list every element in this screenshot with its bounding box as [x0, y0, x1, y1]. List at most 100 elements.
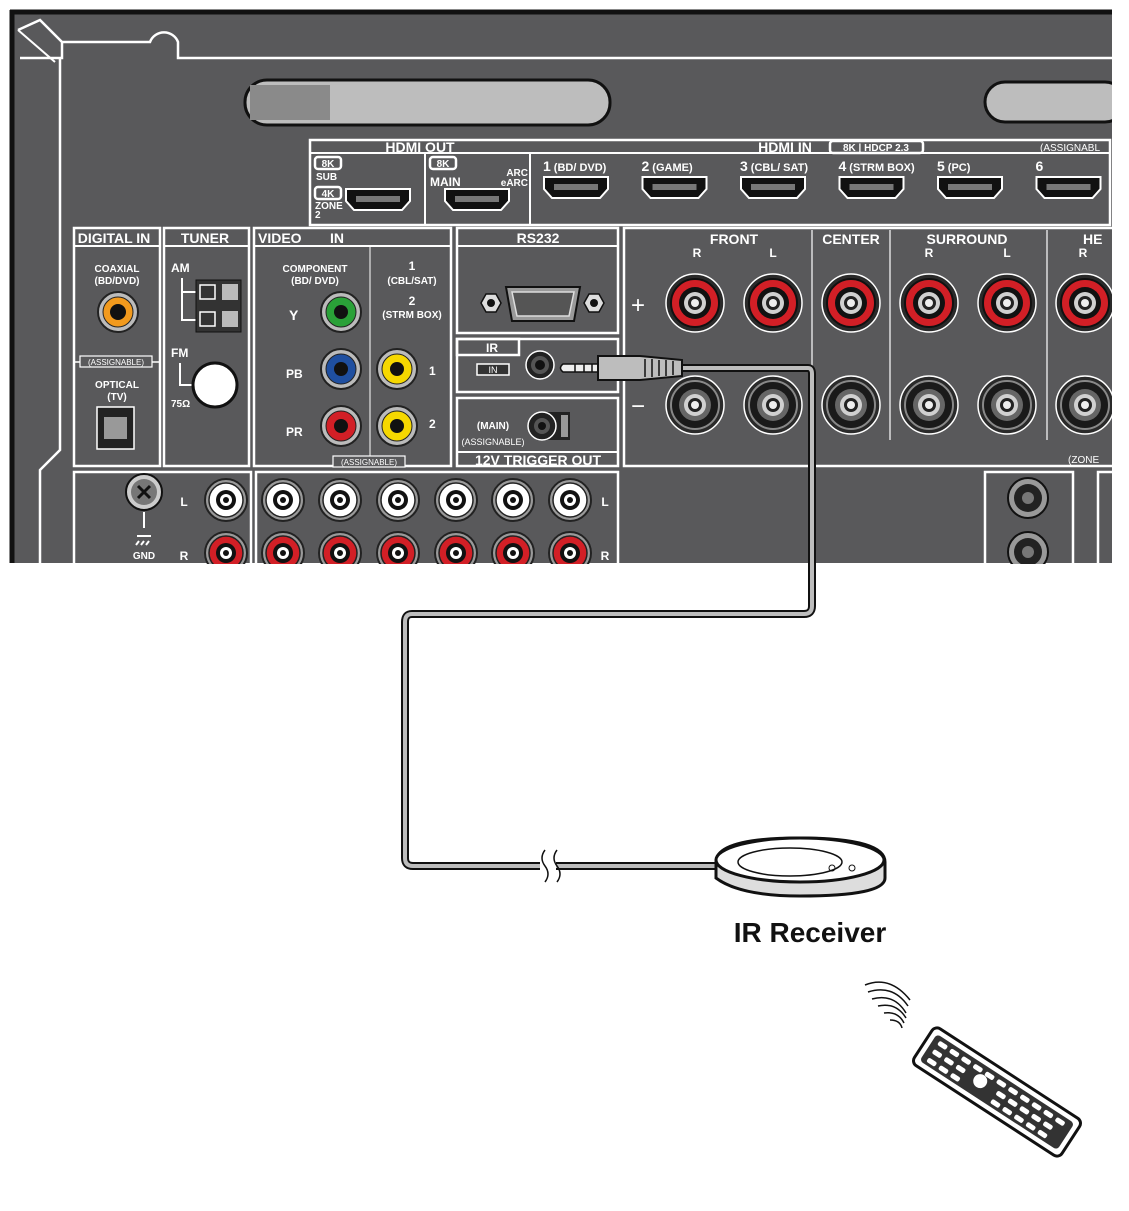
speaker-terminal-positive[interactable] — [899, 273, 959, 333]
composite-1-jack[interactable] — [376, 348, 418, 390]
hdmi-main-badge: 8K — [437, 159, 451, 170]
hdmi-in-6-label: 6 — [1036, 158, 1044, 174]
component-pb-jack[interactable] — [320, 348, 362, 390]
speaker-terminal-negative[interactable] — [1055, 375, 1115, 435]
digital-assignable: (ASSIGNABLE) — [88, 358, 144, 367]
hdmi-out-sub-port[interactable] — [345, 188, 411, 211]
hdmi-in-badge: 8K | HDCP 2.3 — [843, 143, 909, 154]
hdmi-in-6-port[interactable] — [1035, 176, 1102, 199]
optical-sub: (TV) — [107, 392, 126, 403]
am-antenna-terminal[interactable] — [195, 279, 242, 333]
rs232-title: RS232 — [517, 230, 560, 246]
am-label: AM — [171, 261, 190, 275]
video-title: VIDEO — [258, 230, 302, 246]
fm-antenna-jack[interactable] — [191, 361, 239, 409]
video-assignable: (ASSIGNABLE) — [341, 458, 397, 467]
composite-2-jack[interactable] — [376, 405, 418, 447]
hdmi-in-5-port[interactable] — [937, 176, 1003, 199]
plus-label: + — [631, 292, 645, 319]
component-label: COMPONENT — [283, 264, 348, 275]
audio-in-l-jack[interactable] — [204, 478, 248, 522]
rs232-port[interactable] — [480, 286, 605, 322]
center-label: CENTER — [822, 231, 880, 247]
composite-2-num: 2 — [409, 294, 416, 308]
hdmi-out-main-port[interactable] — [444, 188, 510, 211]
audio-in-r-jack[interactable] — [491, 531, 535, 575]
audio-in-l-jack[interactable] — [376, 478, 420, 522]
audio-in-l-jack[interactable] — [318, 478, 362, 522]
hdmi-in-title: HDMI IN — [758, 139, 812, 155]
hdmi-in-3-port[interactable] — [740, 176, 806, 199]
trigger-jack[interactable] — [527, 411, 570, 441]
component-sub: (BD/ DVD) — [291, 276, 339, 287]
trigger-assignable: (ASSIGNABLE) — [461, 437, 524, 447]
zone-jack-2[interactable] — [1007, 531, 1049, 573]
speaker-terminal-positive[interactable] — [1055, 273, 1115, 333]
hdmi-in-4-label: 4(STRM BOX) — [839, 158, 916, 174]
ir-in-label: IN — [489, 365, 498, 375]
ir-cable — [401, 364, 816, 883]
audio-in-r-jack[interactable] — [434, 531, 478, 575]
hdmi-in-2-label: 2(GAME) — [642, 158, 693, 174]
hdmi-zone-label: ZONE — [315, 201, 343, 212]
audio-in-l-jack[interactable] — [491, 478, 535, 522]
antenna-left — [243, 78, 612, 127]
remote-control — [864, 981, 1082, 1158]
audio-in-l-jack[interactable] — [261, 478, 305, 522]
optical-jack[interactable] — [96, 406, 135, 450]
surround-l-label: L — [1003, 246, 1010, 260]
speaker-terminal-negative[interactable] — [743, 375, 803, 435]
digital-in-title: DIGITAL IN — [78, 230, 151, 246]
component-pr-jack[interactable] — [320, 405, 362, 447]
speaker-terminal-positive[interactable] — [977, 273, 1037, 333]
gnd-screw[interactable] — [125, 473, 163, 511]
composite-1-sub: (CBL/SAT) — [387, 276, 436, 287]
speaker-terminal-negative[interactable] — [821, 375, 881, 435]
zone-jack-1[interactable] — [1007, 477, 1049, 519]
audio-in-r-jack[interactable] — [376, 531, 420, 575]
video-in-title: IN — [330, 230, 344, 246]
hdmi-sub-badge: 8K — [322, 159, 336, 170]
speaker-terminal-negative[interactable] — [899, 375, 959, 435]
hdmi-in-2-port[interactable] — [641, 176, 708, 199]
hdmi-in-4-port[interactable] — [838, 176, 905, 199]
audio-in-l-jack[interactable] — [434, 478, 478, 522]
fm-label: FM — [171, 346, 188, 360]
audio-in-l-jack[interactable] — [548, 478, 592, 522]
ir-in-jack[interactable] — [525, 350, 555, 380]
ir-title: IR — [486, 341, 498, 355]
coaxial-jack[interactable] — [97, 291, 139, 333]
composite-2-sub: (STRM BOX) — [382, 310, 441, 321]
hdmi-sub-label: SUB — [316, 172, 337, 183]
audio-in-r-jack[interactable] — [318, 531, 362, 575]
y-label: Y — [289, 307, 299, 323]
pr-label: PR — [286, 425, 303, 439]
front-label: FRONT — [710, 231, 759, 247]
audio-r-label: R — [180, 549, 189, 563]
audio-l-label-2: L — [601, 495, 608, 509]
speaker-terminal-positive[interactable] — [665, 273, 725, 333]
coaxial-sub: (BD/DVD) — [95, 276, 140, 287]
optical-label: OPTICAL — [95, 380, 139, 391]
surround-label: SURROUND — [927, 231, 1008, 247]
hdmi-in-1-port[interactable] — [543, 176, 609, 199]
height-label: HE — [1083, 231, 1102, 247]
component-y-jack[interactable] — [320, 291, 362, 333]
hdmi-arc-label: ARC — [506, 168, 528, 179]
hdmi-in-3-label: 3(CBL/ SAT) — [740, 158, 808, 174]
speaker-terminal-negative[interactable] — [665, 375, 725, 435]
trigger-main-label: (MAIN) — [477, 421, 509, 432]
speaker-terminal-positive[interactable] — [821, 273, 881, 333]
audio-in-r-jack[interactable] — [261, 531, 305, 575]
av-receiver-rear-panel: HDMI OUT 8K SUB 4K ZONE 2 8K MAIN ARC eA… — [9, 0, 1129, 624]
speaker-terminal-positive[interactable] — [743, 273, 803, 333]
minus-label: − — [631, 393, 645, 420]
hdmi-zone-badge: 4K — [322, 189, 336, 200]
audio-r-label-2: R — [601, 549, 610, 563]
composite-1-label: 1 — [429, 364, 436, 378]
front-l-label: L — [769, 246, 776, 260]
composite-2-label: 2 — [429, 417, 436, 431]
hdmi-in-5-label: 5(PC) — [937, 158, 971, 174]
speaker-terminal-negative[interactable] — [977, 375, 1037, 435]
hdmi-zone-num: 2 — [315, 210, 321, 221]
